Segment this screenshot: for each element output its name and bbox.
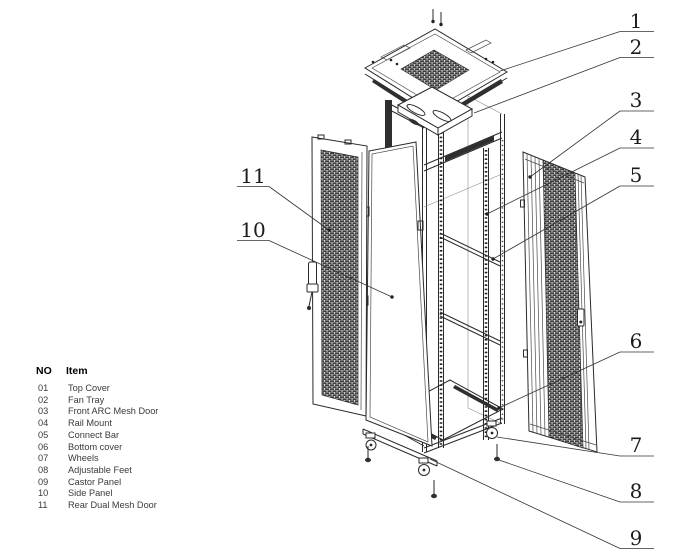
callout-label-4: 4 (630, 125, 643, 149)
part-item: Bottom cover (68, 441, 123, 452)
rear-door-mesh (320, 149, 359, 406)
table-row: 02 Fan Tray (35, 395, 205, 407)
part-item: Top Cover (68, 383, 110, 393)
callout-label-9: 9 (630, 526, 643, 550)
rear-dual-mesh-door (306, 134, 368, 417)
part-no: 02 (38, 394, 49, 405)
foot-bolt (494, 444, 500, 462)
rail-mount-left (438, 122, 444, 448)
adjustable-feet (365, 444, 500, 499)
side-panel (362, 141, 433, 447)
part-no: 08 (38, 464, 49, 475)
rail-mount-right (483, 148, 489, 440)
callout-label-5: 5 (630, 163, 643, 187)
part-no: 03 (38, 406, 49, 417)
foot-bolt (365, 446, 371, 463)
parts-table-header: NO Item (35, 365, 205, 377)
part-item: Wheels (68, 453, 99, 464)
top-cover-vent-mesh (400, 49, 470, 91)
part-no: 11 (38, 500, 48, 511)
part-no: 01 (38, 383, 49, 393)
top-beam-hatch (445, 135, 494, 162)
callout-labels: 1 2 3 4 5 6 7 8 9 11 10 (240, 9, 642, 550)
connect-bar-lower (439, 311, 501, 346)
part-item: Connect Bar (68, 429, 120, 440)
table-row: 07 Wheels (35, 453, 205, 465)
part-no: 07 (38, 453, 49, 464)
table-row: 04 Rail Mount (35, 418, 205, 430)
table-row: 03 Front ARC Mesh Door (35, 406, 205, 418)
front-door-mesh (542, 159, 584, 449)
part-no: 04 (38, 418, 49, 429)
cover-screws (371, 9, 495, 66)
part-no: 05 (38, 429, 49, 440)
header-no: NO (36, 365, 52, 377)
part-item: Fan Tray (68, 394, 105, 405)
table-row: 05 Connect Bar (35, 430, 205, 442)
part-item: Side Panel (68, 488, 113, 499)
parts-table: NO Item 01 Top Cover 02 Fan Tray 03 Fron… (35, 365, 205, 512)
door-lock (577, 308, 585, 327)
callout-label-3: 3 (630, 88, 643, 112)
callout-label-10: 10 (240, 218, 265, 242)
table-row: 01 Top Cover (35, 383, 205, 395)
wheel (365, 432, 377, 451)
part-no: 09 (38, 476, 49, 487)
leader-lines (237, 31, 654, 549)
wheel (486, 420, 498, 439)
callout-label-8: 8 (630, 479, 643, 503)
foot-bolt (431, 480, 437, 499)
table-row: 06 Bottom cover (35, 442, 205, 454)
callout-label-7: 7 (630, 433, 643, 457)
table-row: 11 Rear Dual Mesh Door (35, 500, 205, 512)
part-no: 06 (38, 441, 49, 452)
table-row: 08 Adjustable Feet (35, 465, 205, 477)
table-row: 09 Castor Panel (35, 477, 205, 489)
part-item: Rail Mount (68, 418, 112, 429)
callout-label-2: 2 (630, 35, 643, 59)
wheels (365, 420, 498, 476)
wheel (418, 457, 430, 476)
fan-tray (396, 86, 474, 136)
rack-frame (385, 95, 505, 454)
front-arc-mesh-door (520, 151, 598, 453)
part-no: 10 (38, 488, 49, 499)
header-item: Item (66, 365, 88, 377)
part-item: Adjustable Feet (68, 464, 132, 475)
callout-label-6: 6 (630, 329, 643, 353)
rear-post-vent-strip (385, 100, 392, 148)
callout-label-1: 1 (630, 9, 643, 33)
table-row: 10 Side Panel (35, 488, 205, 500)
door-handle (306, 261, 319, 310)
connect-bar-upper (439, 232, 501, 267)
part-item: Front ARC Mesh Door (68, 406, 159, 417)
part-item: Castor Panel (68, 476, 122, 487)
callout-label-11: 11 (240, 164, 265, 188)
part-item: Rear Dual Mesh Door (68, 500, 157, 511)
